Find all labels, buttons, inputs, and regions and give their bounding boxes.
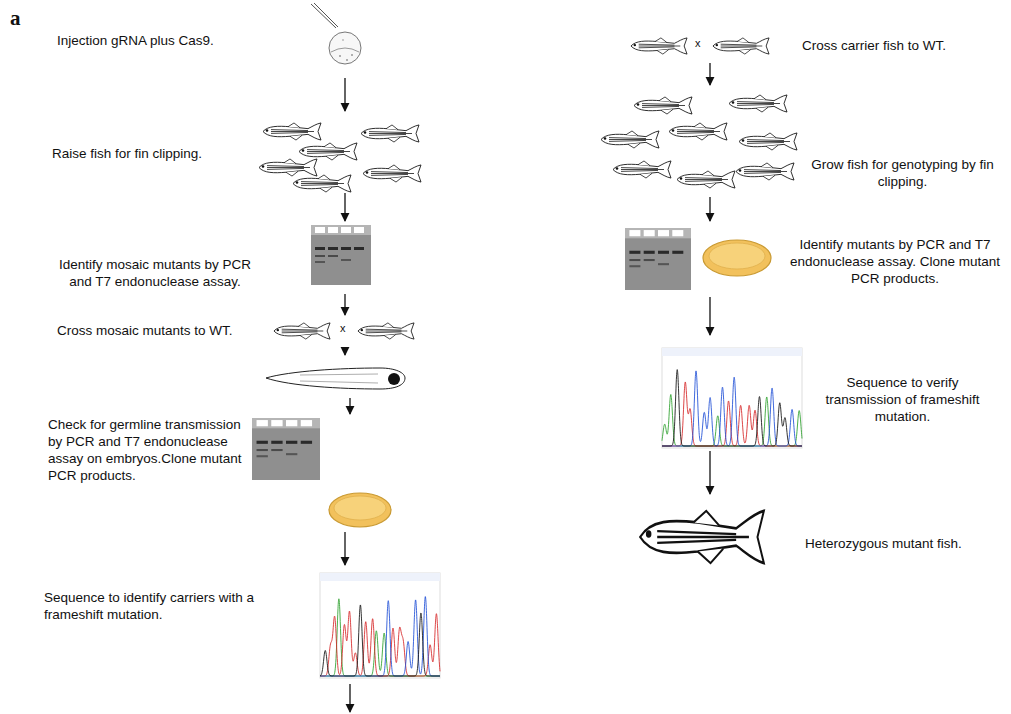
continue-arrow xyxy=(349,684,350,712)
larva-picture xyxy=(266,368,405,414)
step-text: Identify mutants by PCR and T7 endonucle… xyxy=(785,236,1005,287)
flow-arrow xyxy=(709,297,710,335)
process-step: Cross mosaic mutants to WT. xyxy=(45,316,420,348)
step-text: Cross carrier fish to WT. xyxy=(802,37,1002,54)
cross-sign: x xyxy=(340,322,346,334)
chromatogram xyxy=(320,573,440,678)
fish-cross xyxy=(631,38,769,54)
step-text: Grow fish for genotyping by fin clipping… xyxy=(800,156,1005,190)
gel-image xyxy=(311,225,371,285)
panel-letter: a xyxy=(10,6,21,31)
process-step: Identify mosaic mutants by PCR and T7 en… xyxy=(45,222,375,293)
injection-picture xyxy=(311,3,361,64)
process-step: Injection gRNA plus Cas9. xyxy=(45,15,375,77)
flow-arrow xyxy=(344,78,345,111)
fish-group xyxy=(259,123,421,192)
step-text: Sequence to verify transmission of frame… xyxy=(815,374,990,425)
step-text: Cross mosaic mutants to WT. xyxy=(57,322,262,339)
step-text: Heterozygous mutant fish. xyxy=(805,535,1000,552)
flow-arrow xyxy=(709,451,710,494)
fish-group xyxy=(601,95,797,188)
fish-cross xyxy=(274,323,414,339)
cross-sign: x xyxy=(695,37,701,49)
step-text: Raise fish for fin clipping. xyxy=(52,145,257,162)
process-step: Sequence to verify transmission of frame… xyxy=(655,336,1000,450)
step-text: Identify mosaic mutants by PCR and T7 en… xyxy=(55,256,255,290)
flow-arrow xyxy=(344,193,345,221)
chromatogram xyxy=(662,348,802,448)
petri-dish xyxy=(703,240,771,276)
step-text: Sequence to identify carriers with a fra… xyxy=(44,589,274,623)
process-step: Check for germline transmission by PCR a… xyxy=(40,356,410,531)
step-text: Check for germline transmission by PCR a… xyxy=(48,416,250,484)
large-fish xyxy=(640,511,764,563)
flow-arrow xyxy=(344,349,345,355)
flow-arrow xyxy=(709,63,710,85)
gel-image xyxy=(252,418,320,480)
process-step: Raise fish for fin clipping. xyxy=(45,112,425,192)
flow-arrow xyxy=(344,294,345,315)
step-text: Injection gRNA plus Cas9. xyxy=(57,32,262,49)
gel-image xyxy=(625,228,691,290)
flow-arrow xyxy=(709,197,710,221)
flow-arrow xyxy=(344,532,345,565)
petri-dish xyxy=(329,493,391,527)
process-step: Heterozygous mutant fish. xyxy=(632,495,1002,571)
process-step: Cross carrier fish to WT. xyxy=(620,28,1010,62)
process-step: Sequence to identify carriers with a fra… xyxy=(38,566,445,680)
process-step: Grow fish for genotyping by fin clipping… xyxy=(595,86,1010,196)
process-step: Identify mutants by PCR and T7 endonucle… xyxy=(620,222,1010,296)
